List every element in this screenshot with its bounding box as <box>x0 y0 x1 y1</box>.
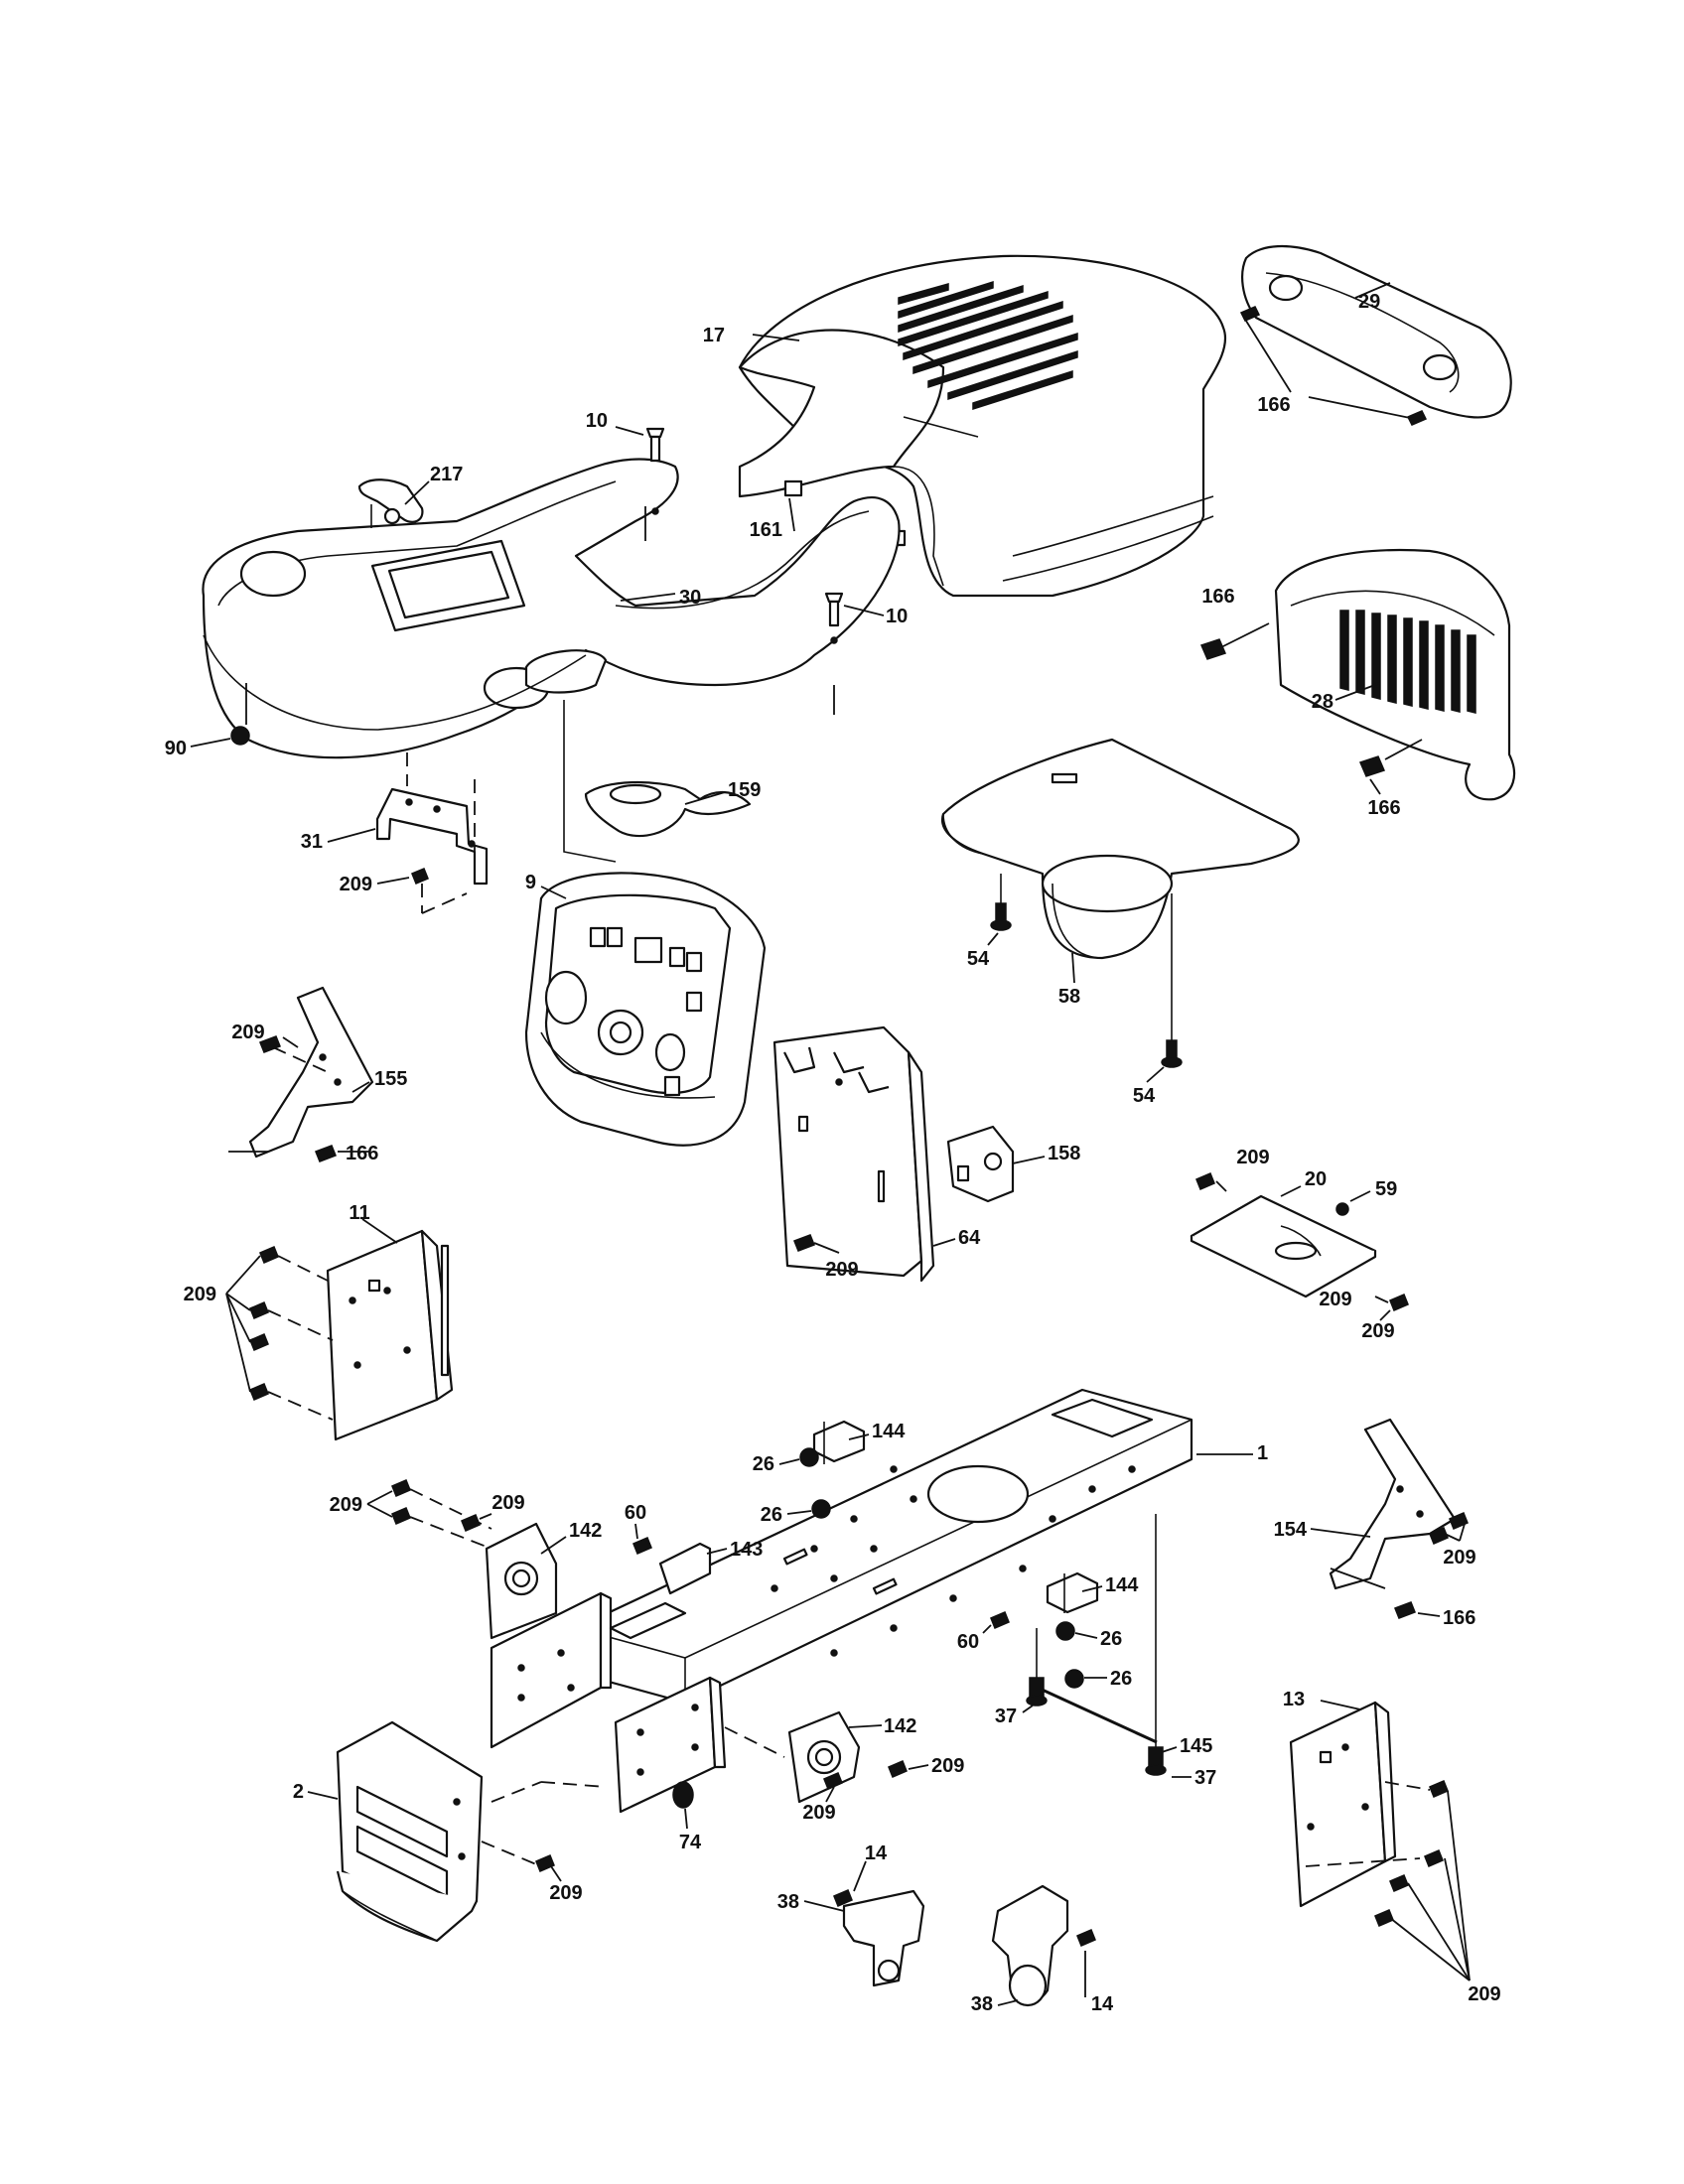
callout-28: 28 <box>1312 691 1333 713</box>
callout-154: 154 <box>1274 1519 1308 1541</box>
callout-11: 11 <box>349 1202 369 1224</box>
rail-plate-part <box>614 1676 727 1814</box>
callout-142: 142 <box>884 1715 916 1737</box>
bracket-part <box>1329 1418 1457 1590</box>
callout-166: 166 <box>346 1143 378 1164</box>
callout-38: 38 <box>777 1891 799 1913</box>
callout-209: 209 <box>1443 1547 1475 1569</box>
callout-161: 161 <box>750 519 782 541</box>
callout-217: 217 <box>430 464 463 485</box>
callout-142: 142 <box>569 1520 602 1542</box>
callout-10: 10 <box>886 606 908 627</box>
mount-plate-part <box>772 1025 935 1283</box>
callout-144: 144 <box>1105 1574 1139 1596</box>
callout-14: 14 <box>865 1843 888 1864</box>
callout-166: 166 <box>1257 394 1290 416</box>
callout-90: 90 <box>165 738 187 759</box>
front-plate-part <box>336 1720 484 1943</box>
clamp-part <box>946 1125 1015 1203</box>
hood-vent-slots <box>898 280 1078 411</box>
seat-pan-part <box>940 738 1300 960</box>
callout-10: 10 <box>586 410 608 432</box>
callout-159: 159 <box>728 779 761 801</box>
frame-holes <box>771 1465 1136 1657</box>
grille-part <box>1274 548 1516 801</box>
callout-13: 13 <box>1283 1689 1305 1710</box>
callout-30: 30 <box>679 587 701 609</box>
callout-158: 158 <box>1048 1143 1080 1164</box>
callout-209: 209 <box>1319 1289 1351 1310</box>
side-plate-part <box>1289 1701 1397 1908</box>
axle-bracket-part <box>787 1710 861 1804</box>
bracket-part <box>658 1542 712 1595</box>
bracket-part <box>991 1884 1069 2007</box>
callout-54: 54 <box>1133 1085 1156 1107</box>
clip-part <box>357 478 424 525</box>
callout-58: 58 <box>1058 986 1080 1008</box>
callout-145: 145 <box>1180 1735 1212 1757</box>
callout-26: 26 <box>761 1504 782 1526</box>
callout-59: 59 <box>1375 1178 1397 1200</box>
callout-209: 209 <box>491 1492 524 1514</box>
dash-panel-part <box>524 872 767 1147</box>
callout-166: 166 <box>1201 586 1234 608</box>
callout-209: 209 <box>549 1882 582 1904</box>
callout-14: 14 <box>1091 1993 1114 2015</box>
callout-31: 31 <box>301 831 323 853</box>
callout-209: 209 <box>340 874 372 895</box>
callout-37: 37 <box>1194 1767 1216 1789</box>
callout-38: 38 <box>971 1993 993 2015</box>
bracket-part <box>375 787 489 886</box>
callout-26: 26 <box>1100 1628 1122 1650</box>
callout-209: 209 <box>1361 1320 1394 1342</box>
axle-bracket-part <box>485 1522 558 1640</box>
bracket-part <box>812 1420 1099 1614</box>
callout-9: 9 <box>525 872 536 893</box>
side-plate-part <box>326 1229 454 1441</box>
callout-1: 1 <box>1257 1442 1268 1464</box>
callout-209: 209 <box>184 1284 216 1305</box>
callout-166: 166 <box>1367 797 1400 819</box>
callout-209: 209 <box>1468 1983 1500 2005</box>
fender-deck-part <box>202 458 901 759</box>
callout-209: 209 <box>802 1802 835 1824</box>
hood-part <box>738 254 1226 598</box>
frame-part <box>574 1388 1193 1705</box>
callout-209: 209 <box>825 1259 858 1281</box>
cup-holder-part <box>584 780 752 838</box>
bracket-part <box>248 986 374 1159</box>
callout-54: 54 <box>967 948 990 970</box>
rail-plate-part <box>490 1591 613 1749</box>
callout-labels: 17 10 217 161 10 30 29 166 166 28 166 90… <box>165 291 1501 2015</box>
callout-2: 2 <box>293 1781 304 1803</box>
callout-29: 29 <box>1358 291 1380 313</box>
callout-26: 26 <box>753 1453 774 1475</box>
callout-209: 209 <box>231 1022 264 1043</box>
callout-144: 144 <box>872 1421 906 1442</box>
callout-20: 20 <box>1305 1168 1327 1190</box>
plate-part <box>1190 1194 1377 1298</box>
callout-64: 64 <box>958 1227 981 1249</box>
grille-vent-slots <box>1339 610 1476 714</box>
callout-143: 143 <box>730 1539 763 1561</box>
callout-166: 166 <box>1443 1607 1475 1629</box>
callout-60: 60 <box>625 1502 646 1524</box>
callout-26: 26 <box>1110 1668 1132 1690</box>
bracket-part <box>842 1889 925 1987</box>
callout-209: 209 <box>330 1494 362 1516</box>
bolt-part <box>645 427 844 627</box>
callout-74: 74 <box>679 1832 702 1853</box>
callout-17: 17 <box>703 325 725 346</box>
headlight-part <box>1241 245 1512 419</box>
callout-155: 155 <box>374 1068 407 1090</box>
callout-209: 209 <box>1236 1147 1269 1168</box>
callout-60: 60 <box>957 1631 979 1653</box>
callout-209: 209 <box>931 1755 964 1777</box>
callout-37: 37 <box>995 1706 1017 1727</box>
